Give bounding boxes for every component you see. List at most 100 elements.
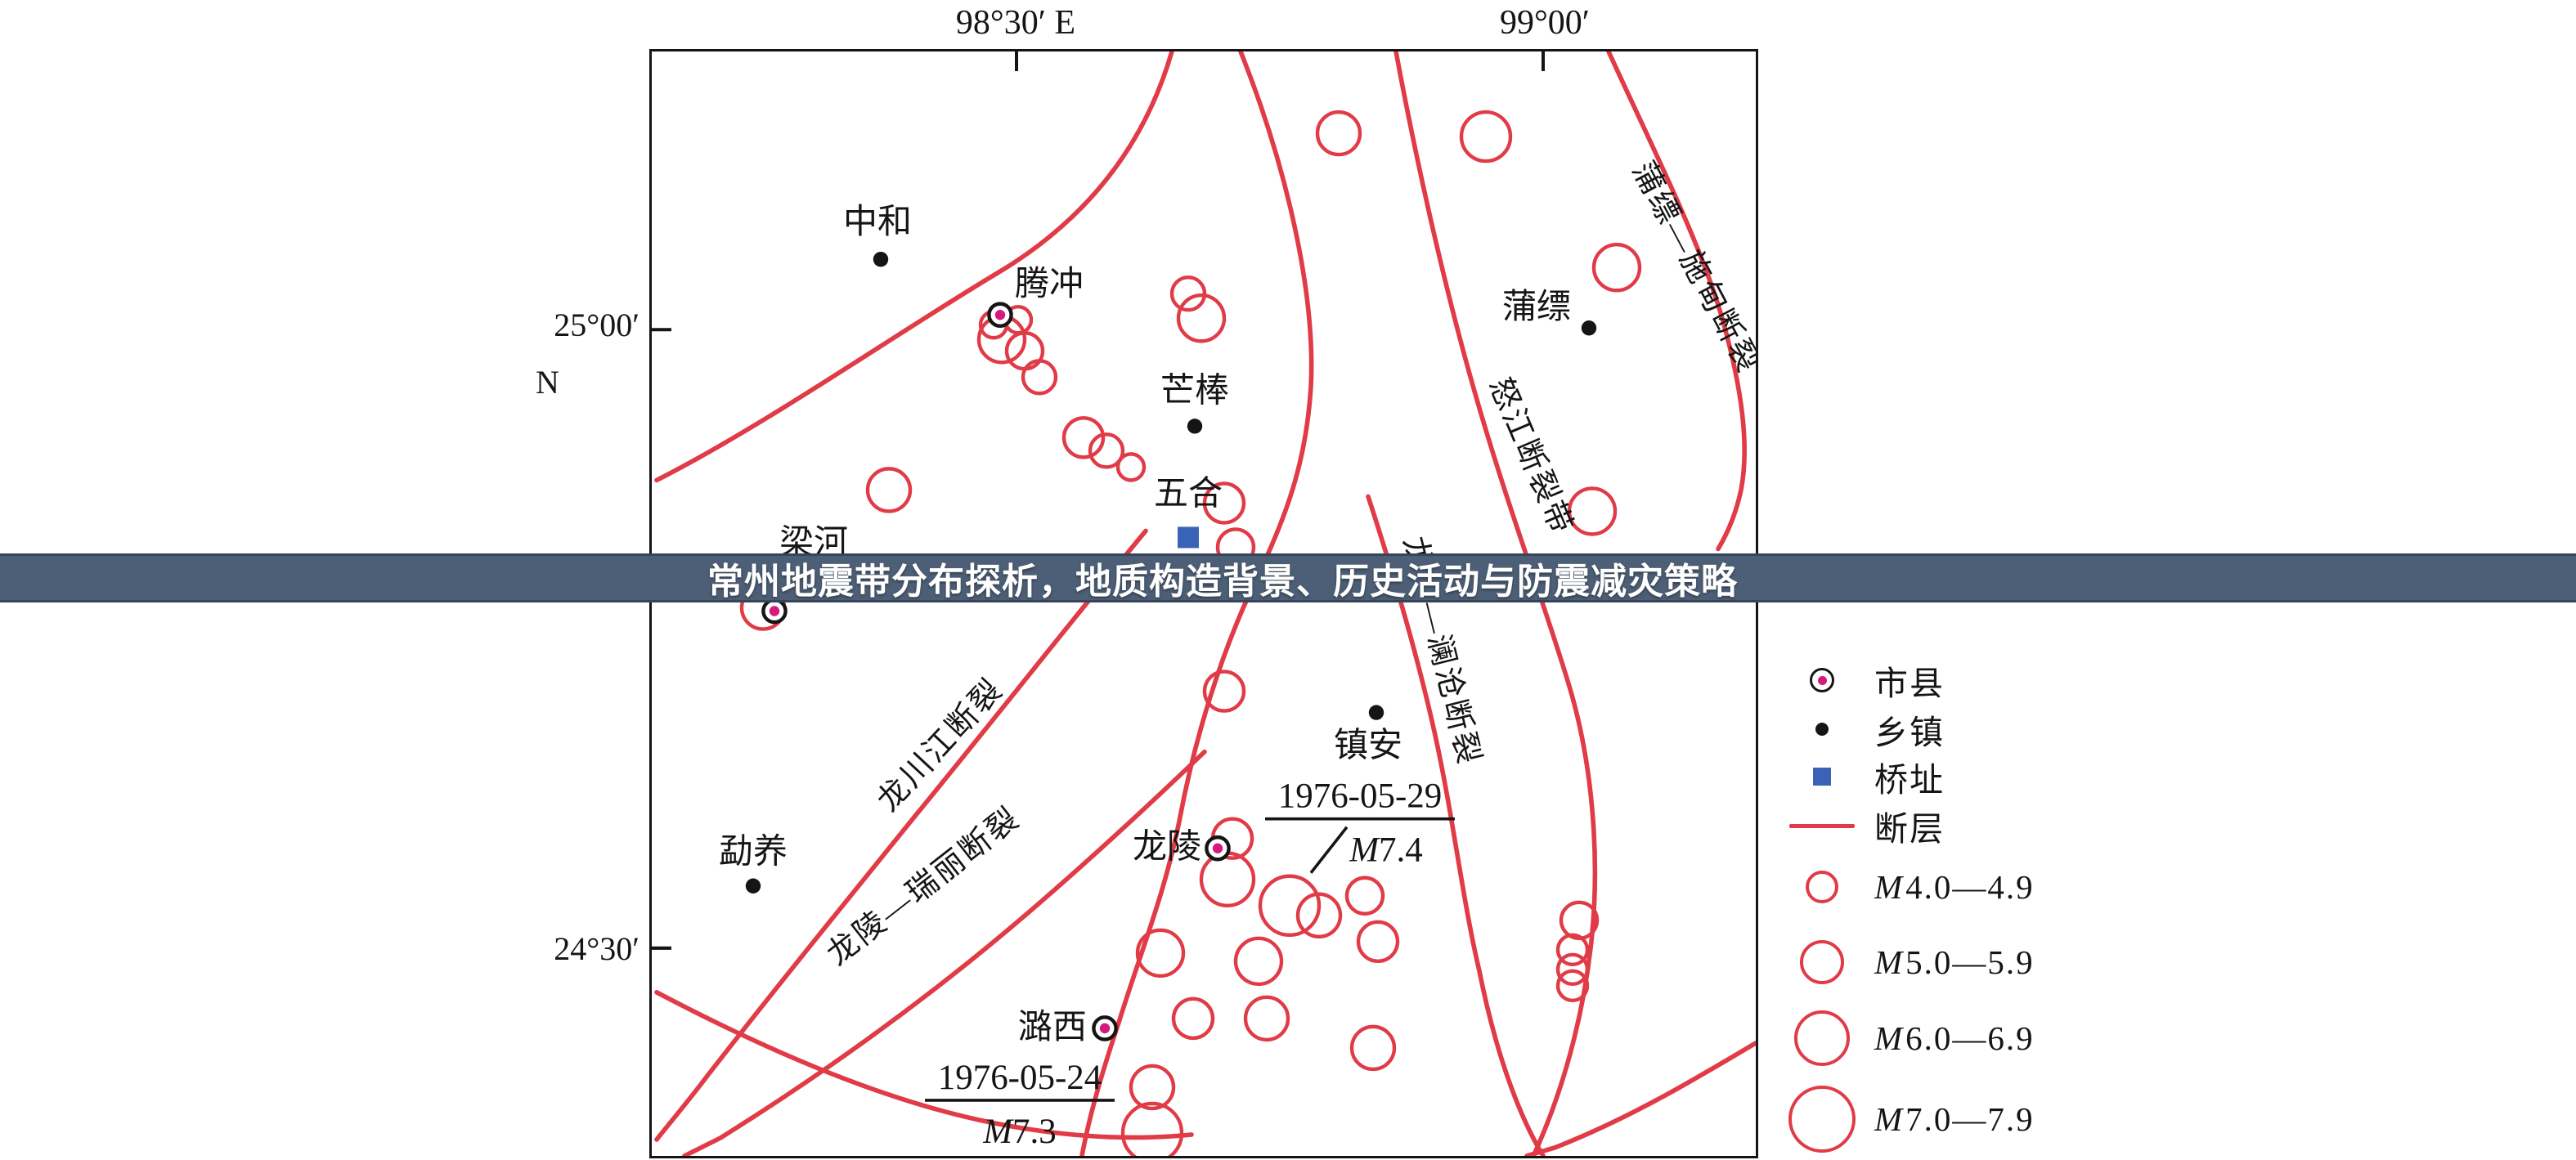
earthquake-circle [1243, 995, 1290, 1042]
fault-line-southwest [654, 990, 1194, 1140]
axis-label-north: N [536, 364, 559, 401]
city-marker-dot [1212, 843, 1223, 853]
city-marker-icon [1810, 668, 1834, 692]
city-label: 腾冲 [1015, 266, 1084, 303]
seismic-map: 中和芒棒蒲缥镇安勐养腾冲梁河龙陵潞西五合蒲缥—施甸断裂怒江断裂带龙陵—澜沧断裂龙… [649, 49, 1758, 1158]
city-marker-dot [1099, 1023, 1111, 1034]
earthquake-circle [1202, 481, 1246, 525]
legend-label-m5: M5.0—5.9 [1874, 943, 2035, 982]
fault-line-center [1079, 52, 1314, 1156]
earthquake-circle [1176, 293, 1227, 343]
magnitude-4-icon [1806, 871, 1838, 903]
fault-line-longling-ruili [682, 749, 1207, 1156]
fault-line-longling-lancang [1366, 494, 1546, 1156]
map-legend: 市县 乡镇 桥址 断层 M4.0—4.9 M5.0—5.9 M6.0—6.9 [1781, 0, 2239, 1160]
axis-label-latitude-2500: 25°00′ [554, 307, 640, 343]
earthquake-circle [1459, 110, 1513, 163]
earthquake-circle [1295, 892, 1343, 939]
fault-name-label: 龙陵—瑞丽断裂 [821, 800, 1027, 972]
town-marker [873, 251, 889, 267]
earthquake-circle [1115, 452, 1147, 482]
town-label: 蒲缥 [1502, 289, 1571, 326]
fault-line-longchuanjiang [654, 528, 1148, 1142]
earthquake-circle [1120, 1101, 1184, 1156]
legend-label-m6: M6.0—6.9 [1874, 1019, 2035, 1058]
legend-row-fault: 断层 [1781, 788, 1945, 863]
axis-label-latitude-2430: 24°30′ [554, 930, 640, 967]
city-marker-dot [769, 606, 780, 616]
town-marker [745, 878, 761, 894]
magnitude-range: 6.0—6.9 [1905, 1019, 2035, 1057]
magnitude-range: 7.0—7.9 [1905, 1100, 2035, 1138]
earthquake-circle [1129, 1064, 1176, 1111]
earthquake-circle [1135, 928, 1186, 979]
magnitude-range: 5.0—5.9 [1905, 943, 2035, 981]
earthquake-circle [1021, 359, 1058, 396]
earthquake-circle [1171, 997, 1215, 1041]
magnitude-prefix: M [1874, 868, 1905, 906]
legend-row-m4: M4.0—4.9 [1781, 849, 2035, 925]
magnitude-prefix: M [1874, 943, 1905, 981]
legend-label-city: 市县 [1874, 665, 1945, 702]
fault-line-nujiang [1393, 52, 1598, 1156]
fault-name-label: 蒲缥—施甸断裂 [1626, 156, 1756, 379]
axis-label-longitude-9830: 98°30′ E [955, 4, 1076, 42]
town-label: 中和 [843, 204, 912, 241]
fault-line-icon [1789, 823, 1855, 828]
fault-name-label: 龙川江断裂 [871, 672, 1010, 818]
city-label: 龙陵 [1133, 829, 1201, 867]
earthquake-circle [1199, 851, 1256, 907]
city-marker-dot [994, 310, 1006, 320]
city-marker-dot [1817, 675, 1827, 685]
event-date-label: 1976-05-24 [938, 1059, 1102, 1097]
earthquake-circle [1088, 432, 1125, 469]
magnitude-prefix: M [1874, 1100, 1905, 1138]
magnitude-prefix: M [1874, 1019, 1905, 1057]
earthquake-circle [1061, 416, 1106, 459]
town-label: 芒棒 [1160, 372, 1229, 410]
earthquake-circle [1555, 969, 1590, 1003]
city-label: 潞西 [1018, 1009, 1087, 1046]
fault-line-west [654, 52, 1174, 483]
legend-label-bridge: 桥址 [1874, 761, 1945, 799]
legend-label-town: 乡镇 [1874, 714, 1945, 751]
event-magnitude-label: M7.3 [982, 1113, 1057, 1151]
earthquake-circle [1349, 1024, 1397, 1072]
bridge-marker-icon [1813, 768, 1831, 786]
fault-line-southeast [1524, 1041, 1756, 1156]
legend-label-m4: M4.0—4.9 [1874, 867, 2035, 907]
bridge-label: 五合 [1154, 475, 1223, 513]
earthquake-circle [1356, 920, 1400, 964]
earthquake-circle [1591, 242, 1642, 293]
town-label: 镇安 [1334, 728, 1402, 765]
earthquake-circle [1555, 952, 1590, 987]
axis-label-longitude-9900: 99°00′ [1500, 4, 1590, 42]
town-marker [1581, 320, 1597, 336]
title-banner: 常州地震带分布探析，地质构造背景、历史活动与防震减灾策略 [0, 553, 2576, 602]
event-date-label: 1976-05-29 [1278, 777, 1443, 816]
earthquake-circle [1258, 874, 1322, 938]
legend-row-town: 乡镇 [1781, 692, 1945, 767]
earthquake-circle [1555, 933, 1590, 967]
earthquake-circle [1202, 670, 1246, 713]
fault-name-label: 怒江断裂带 [1483, 373, 1580, 540]
event-slash [1309, 826, 1349, 874]
legend-row-bridge: 桥址 [1781, 739, 1945, 814]
magnitude-7-icon [1788, 1086, 1856, 1153]
town-marker [1187, 419, 1203, 434]
magnitude-5-icon [1800, 940, 1844, 984]
bridge-marker [1178, 526, 1199, 549]
legend-row-city: 市县 [1781, 643, 1945, 718]
magnitude-range: 4.0—4.9 [1905, 868, 2035, 906]
legend-label-m7: M7.0—7.9 [1874, 1100, 2035, 1139]
magnitude-6-icon [1794, 1010, 1850, 1066]
legend-row-m7: M7.0—7.9 [1781, 1082, 2035, 1157]
earthquake-circle [1315, 110, 1362, 157]
town-marker [1368, 705, 1384, 720]
earthquake-circle [1233, 936, 1284, 987]
earthquake-circle [1344, 876, 1385, 916]
earthquake-circle [1567, 486, 1618, 536]
map-canvas: 中和芒棒蒲缥镇安勐养腾冲梁河龙陵潞西五合蒲缥—施甸断裂怒江断裂带龙陵—澜沧断裂龙… [652, 52, 1756, 1156]
legend-label-fault: 断层 [1874, 810, 1945, 848]
